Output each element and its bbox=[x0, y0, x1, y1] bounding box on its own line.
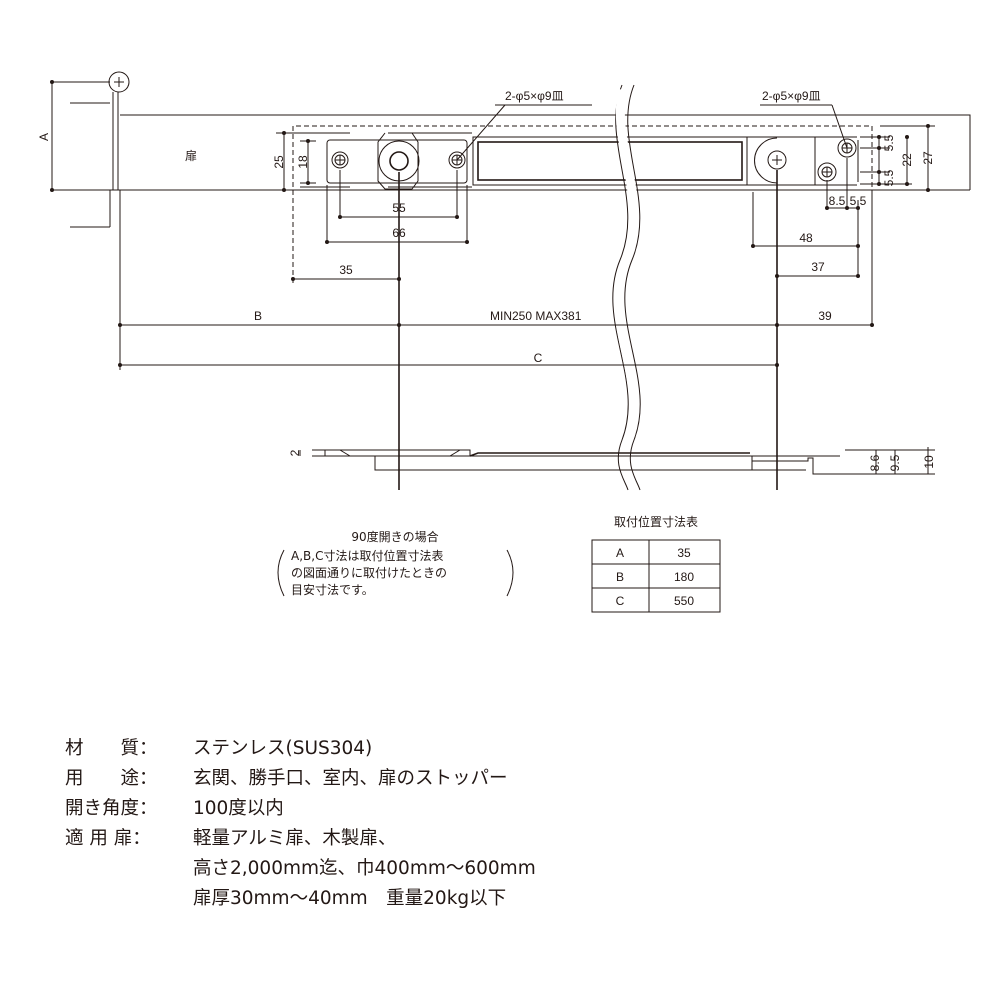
spec-label: 開き角度： bbox=[65, 798, 158, 819]
note-line: 目安寸法です。 bbox=[291, 582, 374, 597]
dim-5-5-top: 5.5 bbox=[882, 134, 896, 151]
note-title: 90度開きの場合 bbox=[351, 529, 438, 544]
dim-a-label: A bbox=[37, 133, 51, 141]
dim-25: 25 bbox=[272, 155, 286, 169]
dim-2: 2 bbox=[288, 449, 302, 456]
spec-label: 材 質： bbox=[65, 738, 158, 759]
dim-18: 18 bbox=[296, 155, 310, 169]
dim-8-5: 8.5 bbox=[829, 194, 846, 208]
spec-value: 玄関、勝手口、室内、扉のストッパー bbox=[193, 768, 508, 789]
hinge bbox=[70, 71, 130, 228]
dim-55: 55 bbox=[392, 201, 406, 215]
spec-value: ステンレス(SUS304) bbox=[193, 738, 373, 759]
spec-row: 高さ2,000mm迄、巾400mm～600mm bbox=[65, 854, 536, 884]
screw-spec-right: 2-φ5×φ9皿 bbox=[762, 89, 821, 103]
dim-27: 27 bbox=[921, 151, 935, 165]
note-line: A,B,C寸法は取付位置寸法表 bbox=[291, 548, 443, 563]
table-cell-key: A bbox=[616, 546, 624, 560]
mounting-plate-left bbox=[300, 132, 472, 190]
door-outline bbox=[52, 114, 971, 191]
spec-label: 用 途： bbox=[65, 768, 158, 789]
dim-66: 66 bbox=[392, 226, 406, 240]
dim-39: 39 bbox=[818, 309, 832, 323]
dim-37: 37 bbox=[811, 260, 825, 274]
spec-row: 用 途： 玄関、勝手口、室内、扉のストッパー bbox=[65, 764, 508, 794]
dim-48: 48 bbox=[799, 231, 813, 245]
spec-value: 軽量アルミ扉、木製扉、 bbox=[193, 828, 397, 849]
side-view bbox=[299, 447, 935, 475]
dim-8-6: 8.6 bbox=[868, 454, 882, 471]
spec-value: 高さ2,000mm迄、巾400mm～600mm bbox=[193, 858, 536, 879]
spec-row: 扉厚30mm～40mm 重量20kg以下 bbox=[65, 884, 506, 914]
dim-b-label: B bbox=[254, 309, 262, 323]
dim-35: 35 bbox=[339, 263, 353, 277]
table-cell-value: 180 bbox=[674, 570, 694, 584]
arm-slot bbox=[472, 136, 857, 186]
mounting-dimension-table: 取付位置寸法表 A 35 B 180 C 550 bbox=[591, 514, 721, 613]
spec-value: 扉厚30mm～40mm 重量20kg以下 bbox=[193, 888, 507, 909]
table-cell-value: 550 bbox=[674, 594, 694, 608]
spec-row: 開き角度： 100度以内 bbox=[65, 794, 284, 824]
table-title: 取付位置寸法表 bbox=[614, 514, 698, 529]
table-cell-key: C bbox=[616, 594, 625, 608]
dim-5-5-lower: 5.5 bbox=[882, 169, 896, 186]
dim-c-label: C bbox=[534, 351, 543, 365]
door-label: 扉 bbox=[185, 149, 197, 163]
note: 90度開きの場合 A,B,C寸法は取付位置寸法表 の図面通りに取付けたときの 目… bbox=[277, 529, 514, 597]
mounting-plate-right bbox=[754, 137, 859, 185]
spec-label: 適 用 扉： bbox=[65, 828, 151, 849]
range-label: MIN250 MAX381 bbox=[490, 309, 582, 323]
dimension-lines bbox=[119, 104, 935, 490]
spec-row: 適 用 扉： 軽量アルミ扉、木製扉、 bbox=[65, 824, 396, 854]
spec-value: 100度以内 bbox=[193, 798, 284, 819]
table-cell-value: 35 bbox=[677, 546, 691, 560]
screw-spec-left: 2-φ5×φ9皿 bbox=[505, 89, 564, 103]
dim-9-5: 9.5 bbox=[888, 454, 902, 471]
dim-10: 10 bbox=[922, 455, 936, 469]
dim-22: 22 bbox=[900, 153, 914, 167]
dim-5-5-bottom: 5.5 bbox=[850, 194, 867, 208]
spec-row: 材 質： ステンレス(SUS304) bbox=[65, 734, 372, 764]
table-cell-key: B bbox=[616, 570, 624, 584]
note-line: の図面通りに取付けたときの bbox=[291, 566, 447, 580]
